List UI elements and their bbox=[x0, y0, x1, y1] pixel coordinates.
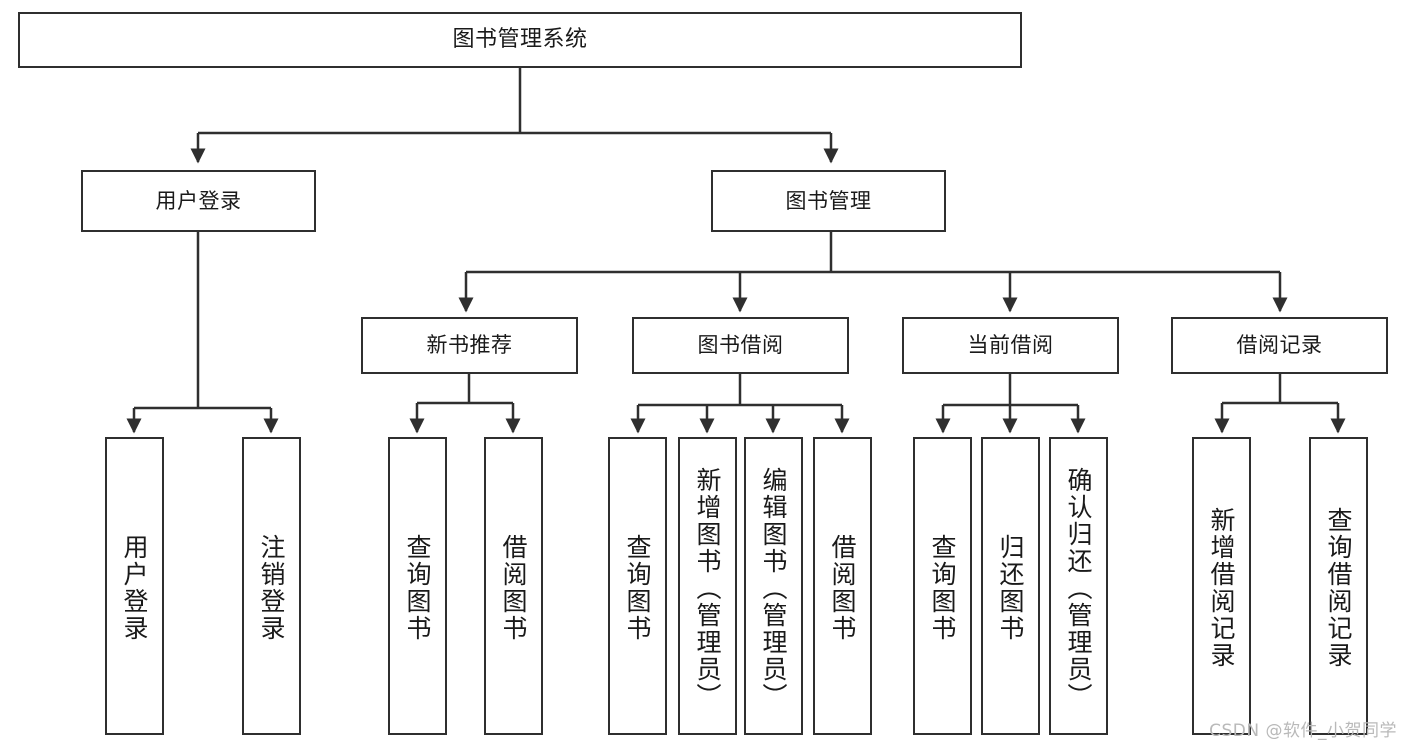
node-label: 确认归还（管理员） bbox=[1064, 466, 1093, 710]
node-label: 图书借阅 bbox=[697, 333, 784, 358]
node-borrow-record[interactable]: 借阅记录 bbox=[1171, 317, 1388, 374]
leaf-borrow-borrow-book[interactable]: 借阅图书 bbox=[813, 437, 872, 735]
node-label: 当前借阅 bbox=[967, 333, 1054, 358]
node-label: 图书管理系统 bbox=[452, 27, 588, 53]
node-label: 查询图书 bbox=[623, 534, 652, 642]
node-label: 查询图书 bbox=[928, 534, 957, 642]
node-label: 图书管理 bbox=[785, 188, 872, 213]
node-label: 新书推荐 bbox=[426, 333, 513, 358]
node-book-management[interactable]: 图书管理 bbox=[711, 170, 946, 232]
node-label: 借阅图书 bbox=[499, 534, 528, 642]
node-label: 借阅记录 bbox=[1236, 333, 1323, 358]
node-root-system[interactable]: 图书管理系统 bbox=[18, 12, 1022, 68]
leaf-user-login-logout[interactable]: 注销登录 bbox=[242, 437, 301, 735]
node-label: 注销登录 bbox=[257, 534, 286, 642]
leaf-borrow-edit-book-admin[interactable]: 编辑图书（管理员） bbox=[744, 437, 803, 735]
leaf-record-add-record[interactable]: 新增借阅记录 bbox=[1192, 437, 1251, 735]
leaf-borrow-query-book[interactable]: 查询图书 bbox=[608, 437, 667, 735]
csdn-watermark: CSDN @软件_小贺同学 bbox=[1209, 721, 1397, 741]
node-label: 新增借阅记录 bbox=[1207, 507, 1236, 669]
node-label: 用户登录 bbox=[120, 534, 149, 642]
leaf-current-confirm-return-admin[interactable]: 确认归还（管理员） bbox=[1049, 437, 1108, 735]
leaf-current-query-book[interactable]: 查询图书 bbox=[913, 437, 972, 735]
node-book-borrow[interactable]: 图书借阅 bbox=[632, 317, 849, 374]
leaf-current-return-book[interactable]: 归还图书 bbox=[981, 437, 1040, 735]
node-label: 查询图书 bbox=[403, 534, 432, 642]
node-new-book-recommend[interactable]: 新书推荐 bbox=[361, 317, 578, 374]
node-label: 借阅图书 bbox=[828, 534, 857, 642]
node-label: 用户登录 bbox=[155, 188, 242, 213]
leaf-user-login-signin[interactable]: 用户登录 bbox=[105, 437, 164, 735]
node-label: 查询借阅记录 bbox=[1324, 507, 1353, 669]
node-label: 新增图书（管理员） bbox=[693, 466, 722, 710]
node-user-login[interactable]: 用户登录 bbox=[81, 170, 316, 232]
node-current-borrow[interactable]: 当前借阅 bbox=[902, 317, 1119, 374]
node-label: 归还图书 bbox=[996, 534, 1025, 642]
leaf-recommend-borrow-book[interactable]: 借阅图书 bbox=[484, 437, 543, 735]
leaf-record-query-record[interactable]: 查询借阅记录 bbox=[1309, 437, 1368, 735]
node-label: 编辑图书（管理员） bbox=[759, 466, 788, 710]
leaf-borrow-add-book-admin[interactable]: 新增图书（管理员） bbox=[678, 437, 737, 735]
leaf-recommend-query-book[interactable]: 查询图书 bbox=[388, 437, 447, 735]
